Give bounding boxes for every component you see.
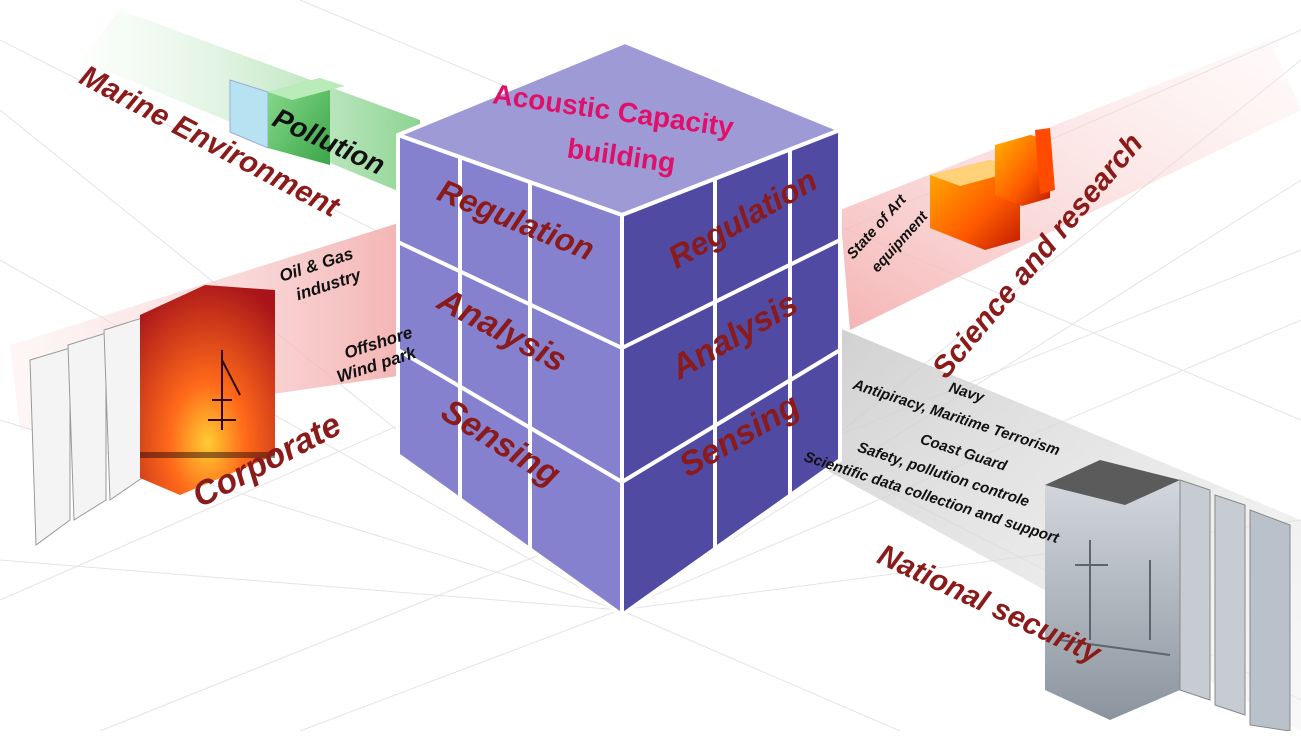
corporate-branch	[10, 210, 440, 546]
corporate-doc-3	[103, 317, 143, 501]
corporate-doc-1	[29, 347, 71, 546]
science-block-2	[995, 135, 1050, 206]
national-security-branch	[790, 320, 1301, 732]
science-block-3	[1035, 128, 1055, 194]
science-research-branch	[840, 40, 1301, 330]
warship-photo-4	[1249, 509, 1291, 732]
corporate-doc-2	[67, 332, 107, 521]
capacity-cube	[396, 40, 842, 617]
oil-rig-photo	[140, 285, 275, 495]
warship-photo-3	[1214, 494, 1246, 716]
warship-photo-2	[1179, 479, 1211, 701]
warship-icon	[1059, 540, 1171, 656]
marine-environment-branch	[80, 10, 420, 200]
cube-right-face	[620, 128, 842, 617]
warship-photo-1	[1045, 460, 1180, 720]
pollution-block	[268, 78, 330, 165]
oil-rig-icon	[208, 350, 241, 430]
